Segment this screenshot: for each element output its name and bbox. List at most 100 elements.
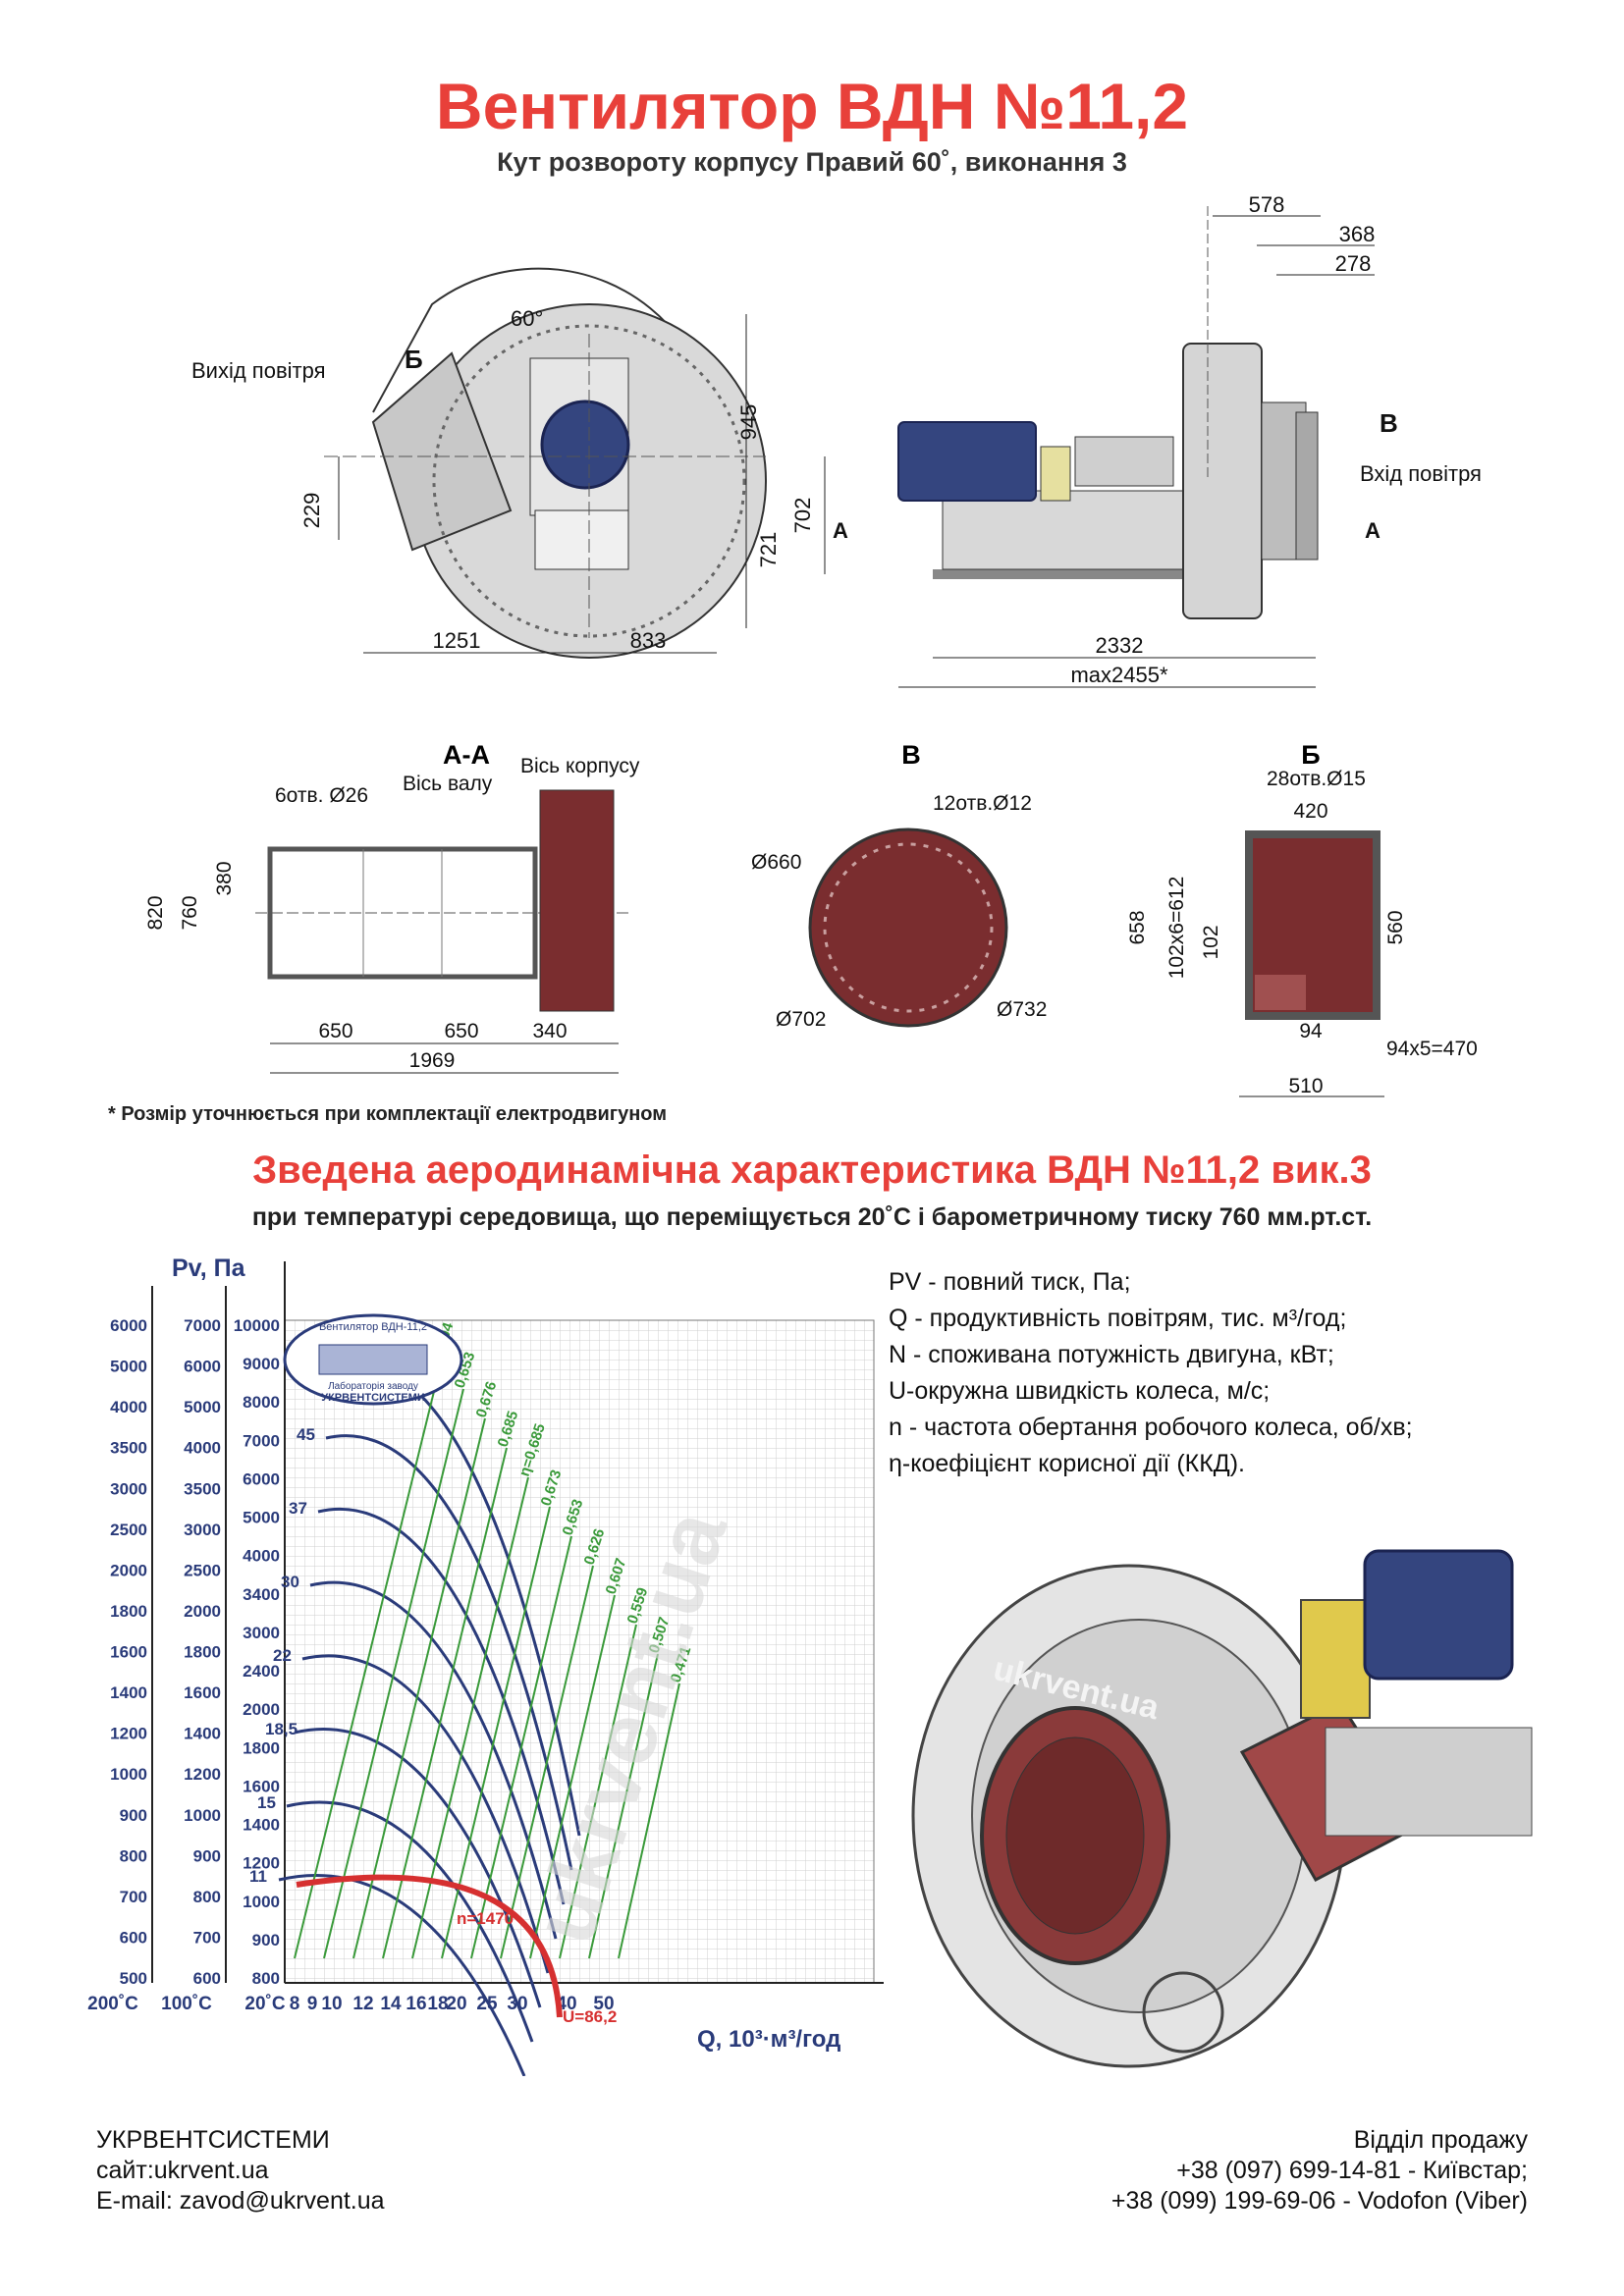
phone-kyivstar[interactable]: +38 (097) 699-14-81 - Київстар;: [1176, 2157, 1528, 2184]
footer-sales: Відділ продажу +38 (097) 699-14-81 - Киї…: [1111, 2125, 1528, 2216]
x-tick: 50: [593, 1994, 614, 2014]
aa-body-axis: Вісь корпусу: [520, 755, 640, 777]
aa-340: 340: [532, 1020, 567, 1042]
fan-3d-illustration: ukrvent.ua: [911, 1549, 1533, 2068]
efficiency-line: [294, 1359, 443, 1959]
dim-721: 721: [756, 532, 781, 568]
email-link[interactable]: E-mail: zavod@ukrvent.ua: [96, 2187, 385, 2215]
axis-20c-tick: 2400: [243, 1662, 280, 1681]
dim-702: 702: [790, 498, 815, 534]
air-out-label: Вихід повітря: [191, 358, 326, 383]
dim-1251: 1251: [433, 628, 481, 653]
axis-20c-tick: 2000: [243, 1700, 280, 1719]
a-mark-left: A: [833, 518, 848, 543]
axis-200c-tick: 2000: [110, 1561, 147, 1579]
b-510: 510: [1288, 1075, 1323, 1097]
power-label: 30: [281, 1573, 299, 1591]
footer-contacts: УКРВЕНТСИСТЕМИ сайт:ukrvent.ua E-mail: z…: [96, 2125, 385, 2216]
axis-200c-tick: 2500: [110, 1521, 147, 1539]
x-tick: 18: [427, 1994, 448, 2014]
axis-100c-tick: 4000: [184, 1439, 221, 1458]
axis-200c-tick: 1600: [110, 1643, 147, 1662]
axis-200c-tick: 900: [120, 1806, 147, 1825]
aa-760: 760: [179, 895, 201, 930]
section-aa: А-А 6отв. Ø26 Вісь валу Вісь корпусу 820…: [144, 740, 640, 1074]
axis-20c-tick: 5000: [243, 1509, 280, 1527]
efficiency-line: [382, 1447, 508, 1959]
axis-200c-tick: 1000: [110, 1765, 147, 1784]
legend-eff: η-коефіцієнт корисної дії (ККД).: [889, 1450, 1245, 1477]
axis-100c-tick: 5000: [184, 1398, 221, 1416]
x-tick: 12: [352, 1994, 373, 2014]
site-link[interactable]: сайт:ukrvent.ua: [96, 2157, 269, 2184]
axis-200c-tick: 500: [120, 1969, 147, 1988]
axis-100c-tick: 1200: [184, 1765, 221, 1784]
y-axis-label: Pv, Па: [172, 1255, 246, 1282]
section-b: Б 28отв.Ø15 420 658 102x6=612 102 560 94…: [1126, 740, 1478, 1097]
axis-20c-tick: 1000: [243, 1893, 280, 1911]
axis-100c-tick: 700: [193, 1928, 221, 1947]
axis-100c-tick: 2000: [184, 1602, 221, 1621]
power-line: [301, 1654, 550, 1974]
aa-650-b: 650: [444, 1020, 478, 1042]
b-560: 560: [1384, 910, 1407, 944]
x-tick: 14: [380, 1994, 402, 2014]
axis-200c-tick: 800: [120, 1846, 147, 1865]
axis-200c-tick: 4000: [110, 1398, 147, 1416]
logo-text-1: Вентилятор ВДН-11,2: [319, 1321, 427, 1333]
axis-200c-tick: 5000: [110, 1358, 147, 1376]
speed-curve-1470: [296, 1874, 563, 2018]
angle-label: 60°: [511, 306, 543, 331]
axis-20c-tick: 6000: [243, 1469, 280, 1488]
axis-100c-tick: 7000: [184, 1316, 221, 1335]
power-label: 37: [289, 1499, 307, 1518]
sales-department: Відділ продажу: [1353, 2126, 1528, 2154]
page-title: Вентилятор ВДН №11,2: [435, 70, 1189, 142]
power-line: [317, 1507, 566, 1905]
v-holes: 12отв.Ø12: [933, 792, 1032, 815]
axis-200c-tick: 6000: [110, 1316, 147, 1335]
aa-holes: 6отв. Ø26: [275, 784, 368, 807]
axis-200c-tick: 1400: [110, 1683, 147, 1702]
x-tick: 10: [321, 1994, 342, 2014]
x-axis-label: Q, 10³·м³/год: [697, 2026, 840, 2053]
b-94: 94: [1299, 1020, 1323, 1042]
section-drawings: А-А 6отв. Ø26 Вісь валу Вісь корпусу 820…: [144, 740, 1478, 1097]
efficiency-line: [529, 1594, 616, 1959]
efficiency-line: [352, 1417, 486, 1959]
power-line: [278, 1874, 526, 2076]
axis-20c-tick: 8000: [243, 1393, 280, 1412]
phone-vodafone[interactable]: +38 (099) 199-69-06 - Vodofon (Viber): [1110, 2187, 1528, 2215]
speed-label-1470: n=1470: [457, 1909, 514, 1928]
axis-100c-tick: 3500: [184, 1479, 221, 1498]
temp-label: 100˚С: [161, 1994, 212, 2014]
efficiency-line: [323, 1388, 464, 1959]
v-702: Ø702: [776, 1008, 826, 1031]
characteristic-title: Зведена аеродинамічна характеристика ВДН…: [252, 1148, 1372, 1192]
axis-20c-tick: 1200: [243, 1854, 280, 1873]
legend-rpm: n - частота обертання робочого колеса, о…: [889, 1414, 1413, 1441]
section-b-title: Б: [1301, 740, 1320, 770]
axis-20c-tick: 10000: [234, 1316, 280, 1335]
dim-578: 578: [1249, 192, 1285, 217]
axis-20c-tick: 9000: [243, 1355, 280, 1373]
v-732: Ø732: [997, 998, 1047, 1021]
axis-100c-tick: 1000: [184, 1806, 221, 1825]
axis-200c-tick: 3000: [110, 1479, 147, 1498]
axis-20c-tick: 1600: [243, 1777, 280, 1795]
axis-100c-tick: 1400: [184, 1725, 221, 1743]
axis-20c-tick: 3000: [243, 1624, 280, 1642]
axis-100c-tick: 2500: [184, 1561, 221, 1579]
power-line: [286, 1800, 534, 2043]
aa-1969: 1969: [409, 1049, 456, 1072]
efficiency-line: [559, 1624, 637, 1959]
dim-max: max2455*: [1070, 663, 1168, 687]
b-470: 94x5=470: [1386, 1038, 1478, 1060]
axis-100c-tick: 1600: [184, 1683, 221, 1702]
fan-drawings: 60° Вихід повітря Б 945 721 229 1251 833…: [191, 192, 1482, 688]
axis-20c-tick: 800: [252, 1969, 280, 1988]
axis-100c-tick: 3000: [184, 1521, 221, 1539]
x-tick: 8: [290, 1994, 300, 2014]
axis-100c-tick: 600: [193, 1969, 221, 1988]
air-in-label: Вхід повітря: [1360, 461, 1482, 486]
